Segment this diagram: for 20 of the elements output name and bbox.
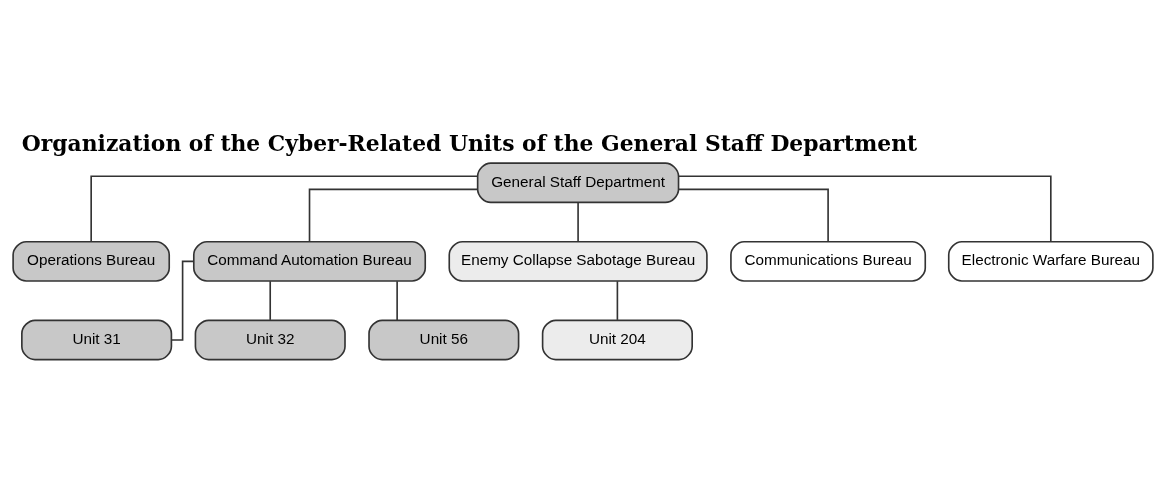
connector [90,174,479,242]
connector [616,279,619,321]
node-box: Operations Bureau [12,240,171,282]
connector [170,260,195,341]
node-box: Electronic Warfare Bureau [947,240,1154,282]
diagram-title: Organization of the Cyber-Related Units of the General Staff Department [21,130,918,156]
node-box: Unit 204 [541,319,693,360]
node-box: Command Automation Bureau [192,240,427,282]
node-box: Communications Bureau [730,240,927,282]
connector [577,201,579,242]
connector [308,188,479,242]
node-box: Enemy Collapse Sabotage Bureau [448,240,708,282]
connector [269,279,272,321]
node-box: Unit 56 [368,319,520,360]
connector [396,279,398,321]
connector [677,188,829,242]
node-box: Unit 32 [194,319,346,360]
node-box: General Staff Department [476,161,680,203]
connector [677,174,1052,242]
node-box: Unit 31 [21,319,173,360]
